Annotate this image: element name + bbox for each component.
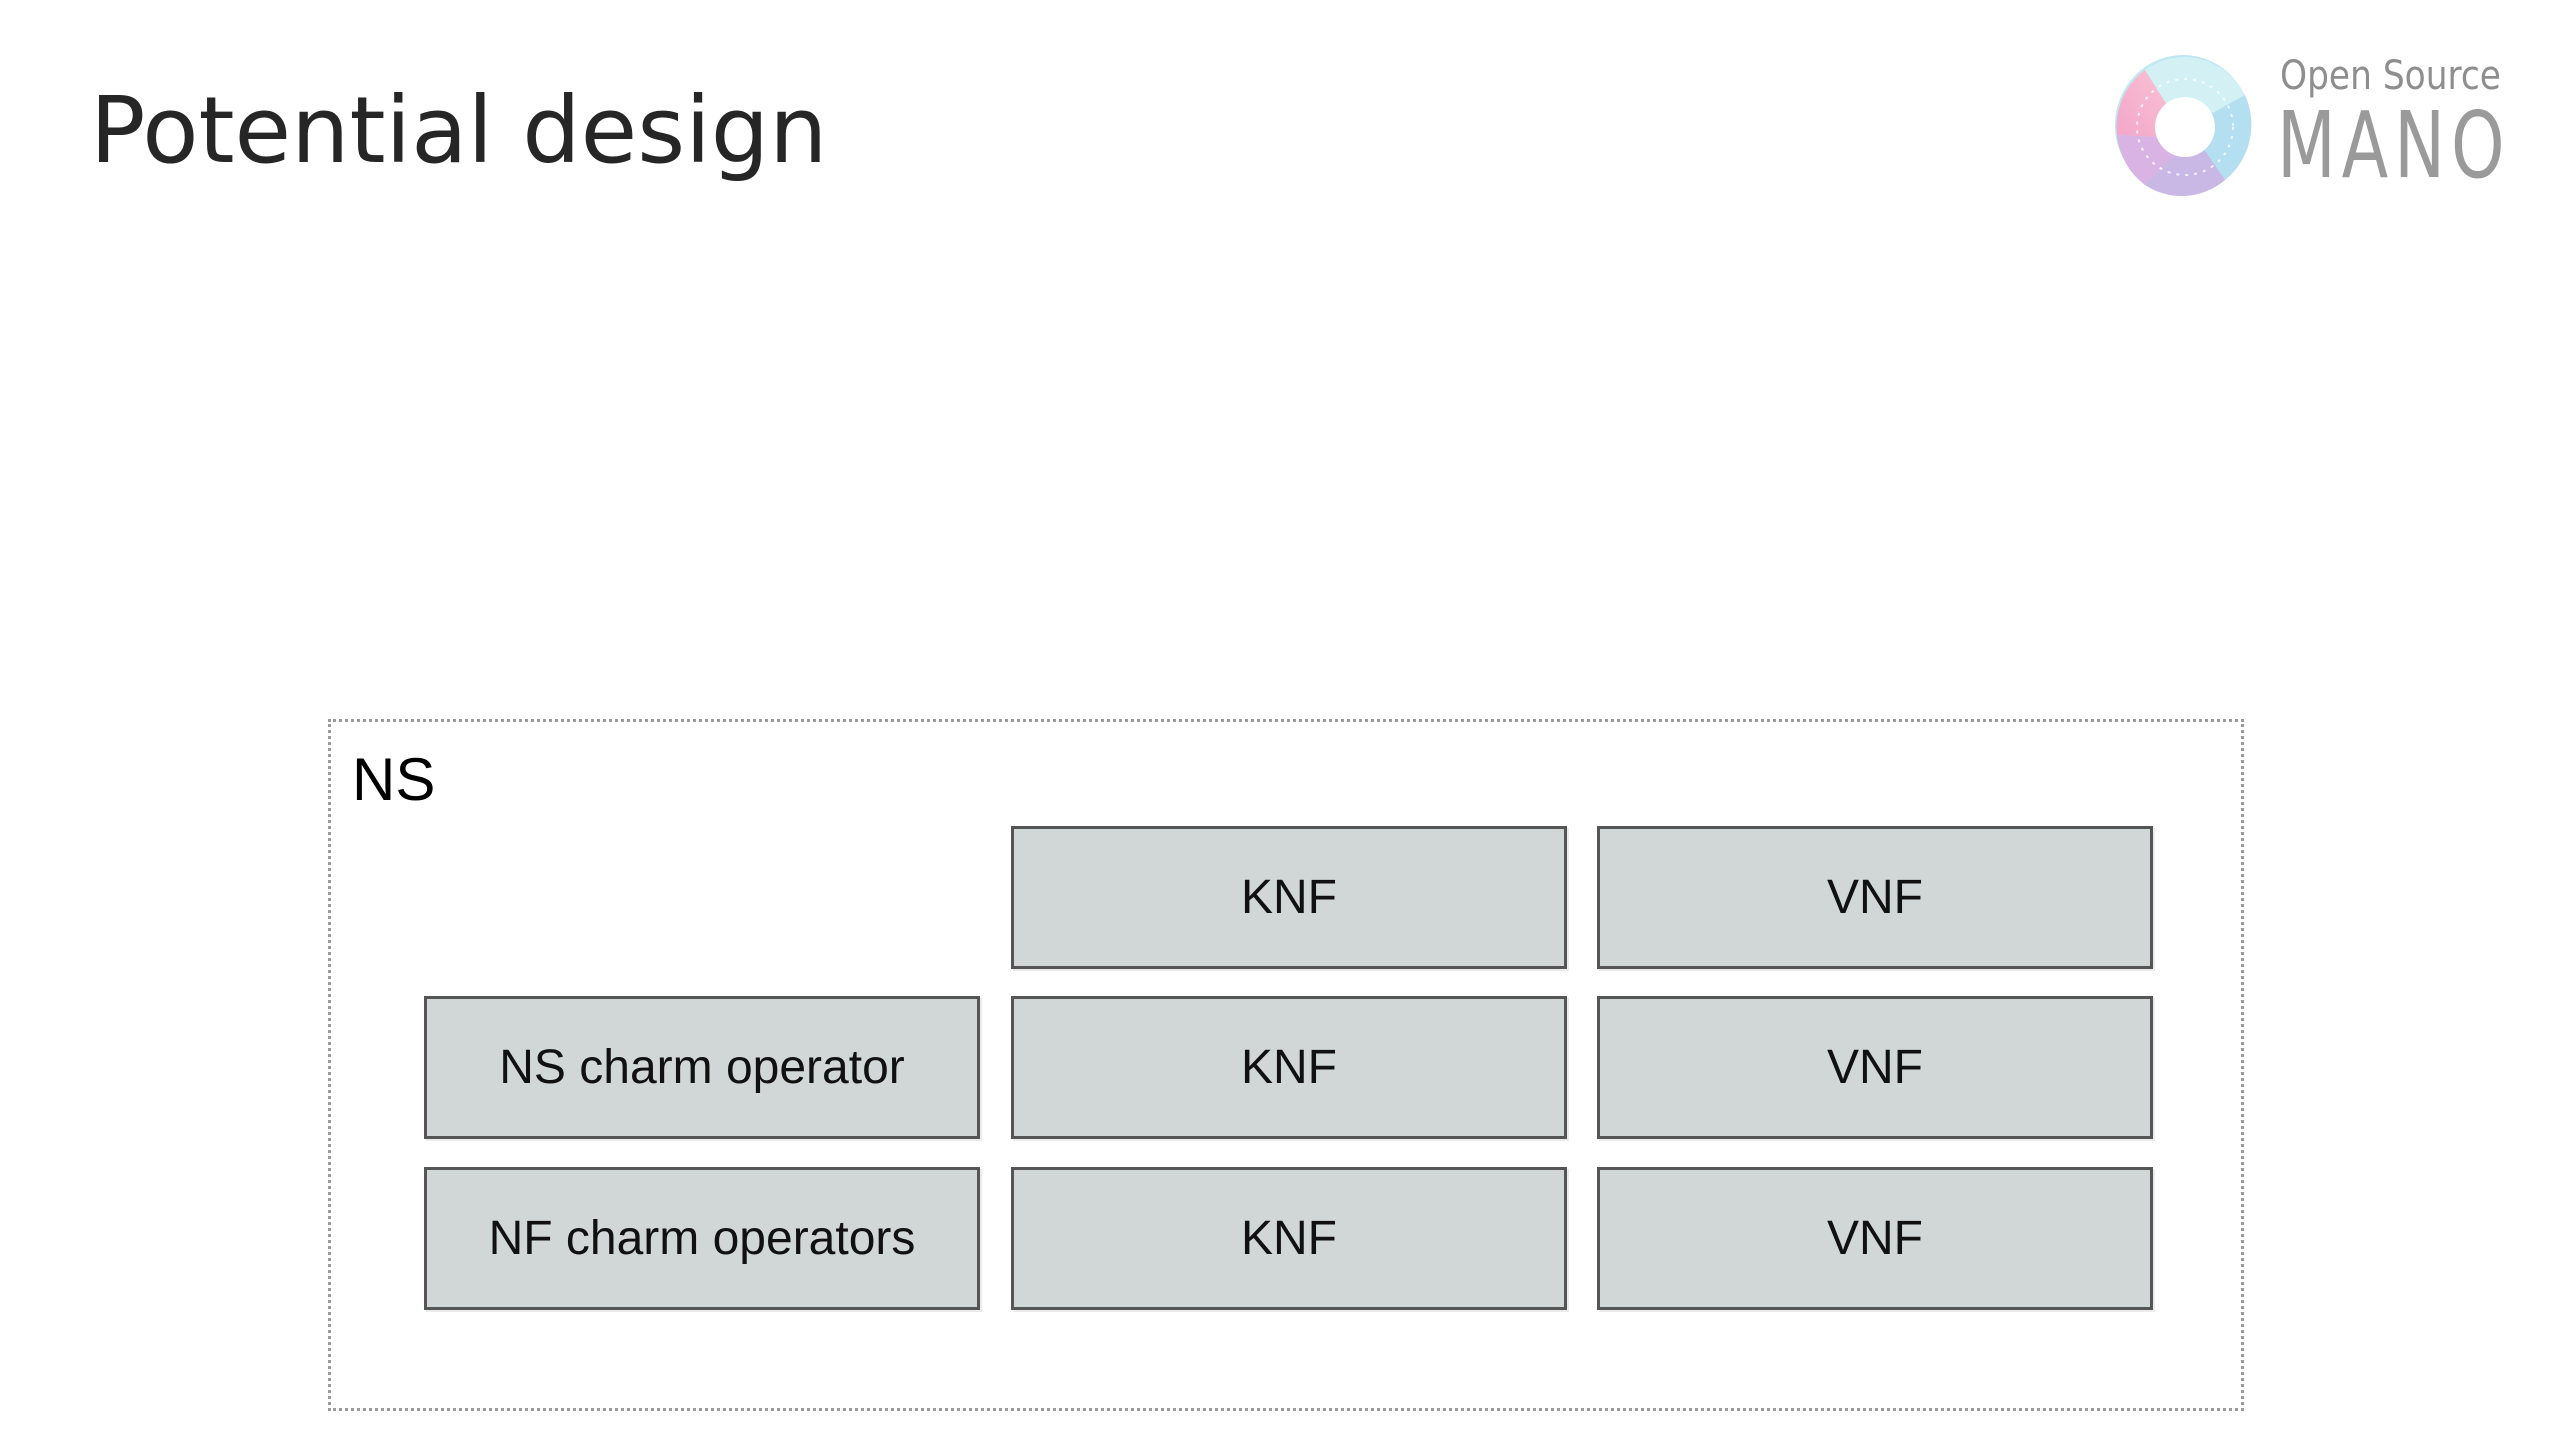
- knf-box-row3: KNF: [1011, 1167, 1567, 1310]
- osm-logo: Open Source MANO: [2105, 45, 2525, 215]
- nf-charm-operators-box: NF charm operators: [424, 1167, 980, 1310]
- vnf-box-row2: VNF: [1597, 996, 2153, 1139]
- ns-charm-operator-box: NS charm operator: [424, 996, 980, 1139]
- vnf-box-row3: VNF: [1597, 1167, 2153, 1310]
- ns-container: [328, 719, 2244, 1411]
- logo-text-open-source: Open Source: [2280, 53, 2501, 99]
- knf-box-row2: KNF: [1011, 996, 1567, 1139]
- vnf-box-row1: VNF: [1597, 826, 2153, 969]
- logo-text-mano: MANO: [2277, 92, 2511, 199]
- ns-container-label: NS: [352, 746, 436, 813]
- osm-ring-logo-icon: [2115, 55, 2252, 197]
- knf-box-row1: KNF: [1011, 826, 1567, 969]
- slide-title: Potential design: [90, 77, 828, 184]
